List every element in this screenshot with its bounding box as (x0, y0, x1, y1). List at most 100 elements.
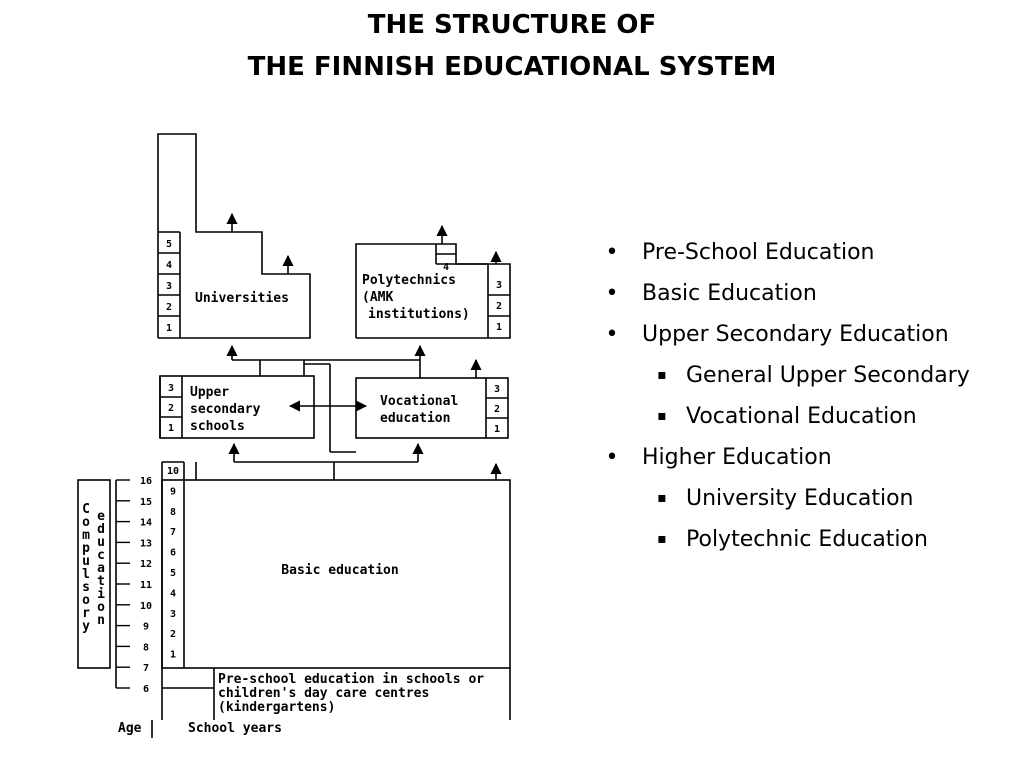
university-year: 4 (166, 260, 172, 271)
education-letter: i (97, 587, 105, 602)
compulsory-letter: u (82, 554, 90, 569)
basic-year: 2 (170, 629, 176, 640)
square-bullet-icon: ▪ (657, 408, 667, 424)
age-number: 11 (140, 580, 152, 591)
compulsory-letter: C (82, 502, 90, 517)
bullet-text: Upper Secondary Education (642, 322, 949, 347)
bullet-text: Vocational Education (686, 404, 917, 429)
bullet-text: General Upper Secondary (686, 363, 970, 388)
basic-year: 7 (170, 527, 176, 538)
bullet-text: Polytechnic Education (686, 527, 928, 552)
vocational-label: education (380, 411, 450, 426)
bullet-text: University Education (686, 486, 914, 511)
age-number: 8 (143, 642, 149, 653)
age-number: 14 (140, 518, 152, 529)
age-label: Age (118, 721, 142, 736)
basic-year: 5 (170, 568, 176, 579)
basic-year: 8 (170, 507, 176, 518)
age-axis: 16 15 14 13 12 11 10 9 8 7 6 (116, 476, 152, 695)
compulsory-letter: o (82, 515, 90, 530)
compulsory-education-bracket (77, 479, 111, 669)
basic-year: 3 (170, 609, 176, 620)
education-letter: e (97, 509, 105, 524)
education-letter: o (97, 600, 105, 615)
poly-year: 1 (496, 322, 502, 333)
education-letter: t (97, 574, 105, 589)
education-letter: u (97, 535, 105, 550)
university-year: 3 (166, 281, 172, 292)
preschool-label: Pre-school education in schools or (218, 672, 484, 687)
bullet-text: Higher Education (642, 445, 832, 470)
age-number: 12 (140, 559, 152, 570)
universities-box (157, 133, 311, 339)
compulsory-letter: y (82, 619, 90, 634)
compulsory-letter: m (82, 528, 90, 543)
upper-secondary-label: secondary (190, 402, 261, 417)
compulsory-letter: s (82, 580, 90, 595)
poly-year: 4 (443, 262, 449, 273)
upper-secondary-year: 3 (168, 383, 174, 394)
education-letter: c (97, 548, 105, 563)
age-number: 16 (140, 476, 152, 487)
bullet-dot-icon: • (605, 240, 619, 265)
upper-secondary-year: 2 (168, 403, 174, 414)
bullet-list: • Pre-School Education • Basic Education • Up… (602, 236, 1012, 556)
sub-bullet-item: ▪Polytechnic Education (602, 523, 1012, 556)
university-year: 2 (166, 302, 172, 313)
bullet-dot-icon: • (605, 281, 619, 306)
education-letter: n (97, 613, 105, 628)
university-year: 5 (166, 239, 172, 250)
page-title-line-1: THE STRUCTURE OF (367, 10, 657, 40)
vocational-label: Vocational (380, 394, 458, 409)
sub-bullet-item: ▪ Vocational Education (602, 400, 1012, 433)
bullet-item: • Basic Education (602, 277, 1012, 310)
upper-secondary-label: Upper (190, 385, 229, 400)
polytechnics-label: Polytechnics (362, 273, 456, 288)
basic-year: 1 (170, 650, 176, 661)
vocational-year: 2 (494, 404, 500, 415)
compulsory-letter: r (82, 606, 90, 621)
poly-year: 3 (496, 280, 502, 291)
university-year: 1 (166, 323, 172, 334)
bullet-dot-icon: • (605, 445, 619, 470)
age-number: 7 (143, 663, 149, 674)
vocational-year: 1 (494, 424, 500, 435)
vocational-year: 3 (494, 384, 500, 395)
square-bullet-icon: ▪ (657, 490, 667, 506)
age-number: 13 (140, 538, 152, 549)
square-bullet-icon: ▪ (657, 367, 667, 383)
bullet-item: • Upper Secondary Education (602, 318, 1012, 351)
compulsory-letter: o (82, 593, 90, 608)
age-number: 9 (143, 622, 149, 633)
age-number: 15 (140, 497, 152, 508)
polytechnics-label: (AMK (362, 290, 393, 305)
universities-label: Universities (195, 291, 289, 306)
education-letter: a (97, 561, 105, 576)
bullet-text: Basic Education (642, 281, 817, 306)
bullet-item: • Pre-School Education (602, 236, 1012, 269)
bullet-item: • Higher Education (602, 441, 1012, 474)
sub-bullet-item: ▪ University Education (602, 482, 1012, 515)
basic-year: 9 (170, 486, 176, 497)
bullet-dot-icon: • (605, 322, 619, 347)
bullet-text: Pre-School Education (642, 240, 875, 265)
upper-secondary-year: 1 (168, 423, 174, 434)
school-years-label: School years (188, 721, 282, 736)
sub-bullet-item: ▪ General Upper Secondary (602, 359, 1012, 392)
education-letter: d (97, 522, 105, 537)
compulsory-letter: p (82, 541, 90, 556)
age-number: 10 (140, 601, 152, 612)
preschool-label: children's day care centres (218, 686, 429, 701)
upper-secondary-label: schools (190, 419, 245, 434)
compulsory-letter: l (82, 567, 90, 582)
basic-education-label: Basic education (281, 563, 398, 578)
polytechnics-label: institutions) (368, 307, 470, 322)
basic-year: 10 (167, 466, 179, 477)
basic-year: 4 (170, 588, 176, 599)
age-number: 6 (143, 684, 149, 695)
preschool-label: (kindergartens) (218, 700, 335, 715)
basic-year: 6 (170, 548, 176, 559)
page-title-line-2: THE FINNISH EDUCATIONAL SYSTEM (247, 52, 777, 82)
poly-year: 2 (496, 301, 502, 312)
